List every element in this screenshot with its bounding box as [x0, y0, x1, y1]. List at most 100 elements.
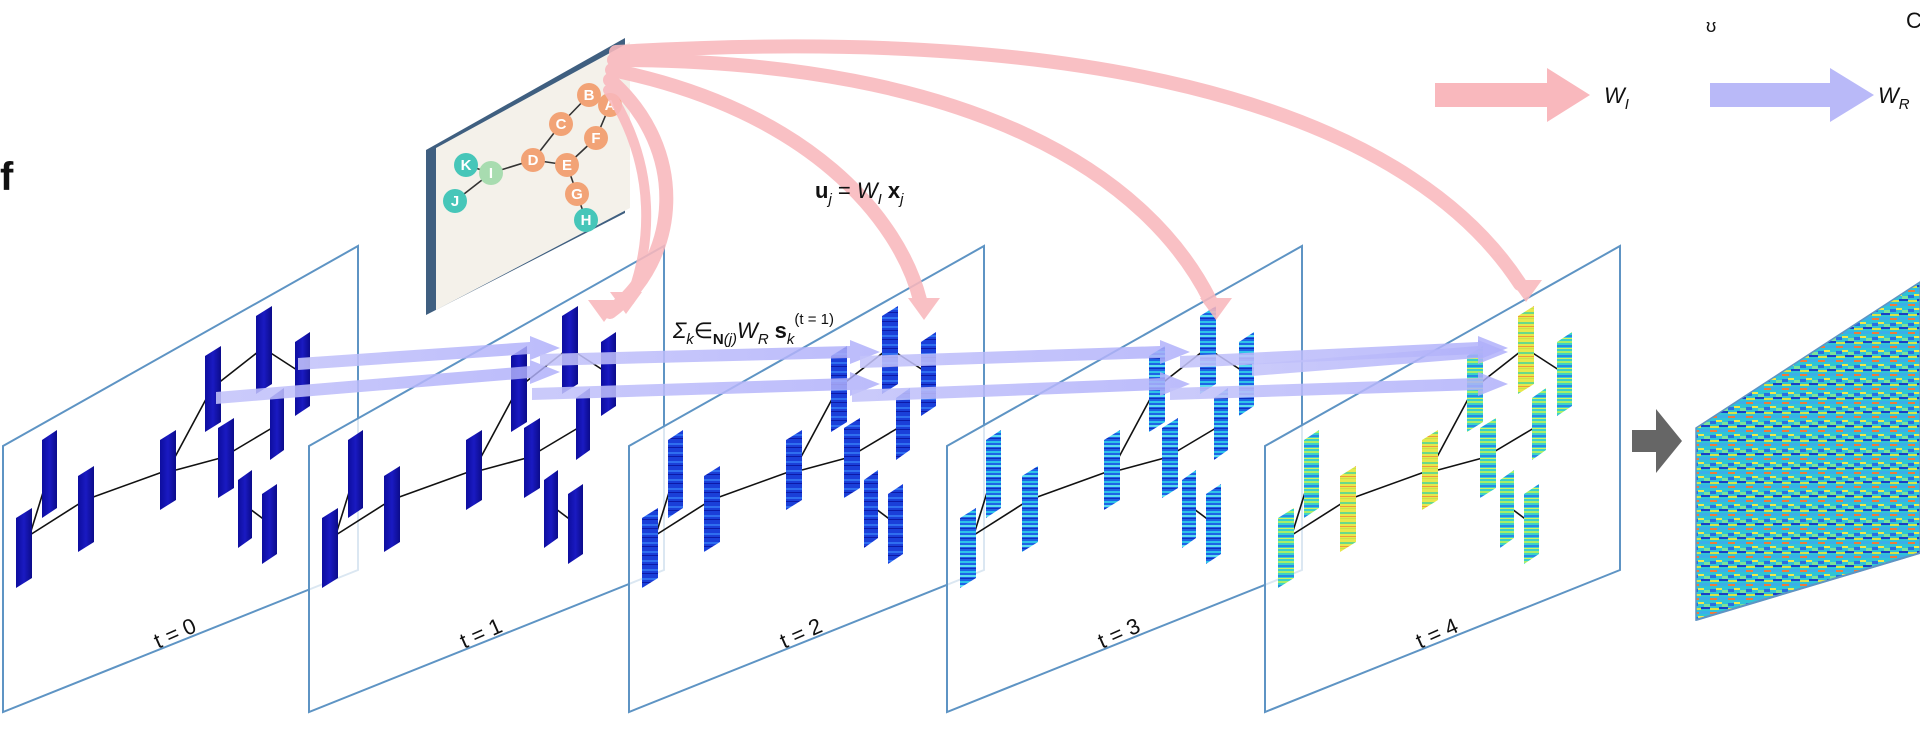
eq-nj: (j) — [724, 331, 737, 348]
panel-letter: f — [0, 155, 14, 199]
wi-arrowhead — [588, 300, 620, 322]
eq-sigma: Σ — [672, 318, 687, 343]
timestep-frame-4: t = 4 — [1264, 244, 1621, 714]
wi-arrow — [605, 63, 927, 307]
frame-edge — [84, 469, 169, 501]
input-arrows — [588, 39, 1542, 322]
feature-bar — [1206, 484, 1221, 564]
graph-node-label: I — [489, 165, 493, 182]
feature-bar — [1278, 508, 1294, 588]
eq-x: x — [888, 178, 901, 203]
wi-arrowhead — [908, 298, 940, 320]
feature-bar — [466, 430, 482, 510]
feature-bar — [295, 332, 310, 416]
feature-bar — [1200, 306, 1216, 394]
feature-bar — [896, 388, 910, 460]
graph-node-label: K — [461, 157, 472, 174]
frame-edge — [21, 499, 86, 541]
graph-node-label: D — [528, 152, 539, 169]
feature-bar — [544, 470, 558, 548]
wr-arrow — [298, 336, 560, 370]
feature-bar — [601, 332, 616, 416]
graph-node-label: C — [556, 116, 567, 133]
feature-bar — [1182, 470, 1196, 548]
graph-node-label: H — [581, 212, 592, 229]
wi-arrowhead — [610, 292, 642, 314]
eq-s-sup: (t = 1) — [794, 311, 834, 328]
feature-bar — [256, 306, 272, 394]
feature-bar — [882, 306, 898, 394]
timestep-frame-3: t = 3 — [946, 244, 1303, 714]
frame-edge — [710, 469, 795, 501]
wi-arrowhead — [1510, 280, 1542, 302]
wr-arrow — [1252, 340, 1508, 376]
feature-bar — [270, 388, 284, 460]
feature-bar — [1214, 388, 1228, 460]
feature-bar — [218, 418, 234, 498]
graph-nodes: ABC D E F GH I J K — [443, 83, 622, 232]
eq-s: s — [775, 318, 787, 343]
feature-bar — [1304, 430, 1319, 518]
feature-bar — [42, 430, 57, 518]
output-arrow — [1632, 409, 1682, 473]
eq-wr-sub: R — [758, 331, 769, 348]
wr-arrow — [532, 372, 880, 400]
wr-arrow — [216, 360, 560, 404]
wi-arrowhead — [1200, 298, 1232, 320]
graph-node-g: G — [565, 182, 589, 206]
legend: WI WR C ʊ — [1435, 8, 1920, 122]
feature-bar — [1480, 418, 1496, 498]
feature-bar — [568, 484, 583, 564]
feature-bar — [1022, 466, 1038, 552]
graph-node-label: E — [562, 157, 572, 174]
eq-u-sub: j — [826, 191, 832, 208]
graph-node-label: F — [591, 130, 600, 147]
feature-bar — [668, 430, 683, 518]
graph-node-b: B — [577, 83, 601, 107]
graph-node-label: A — [605, 97, 616, 114]
recurrent-arrows — [216, 336, 1508, 404]
timestep-label: t = 0 — [150, 613, 200, 653]
wr-arrow — [852, 372, 1190, 402]
eq-equals: = — [832, 178, 857, 203]
legend-wr-arrow — [1710, 68, 1874, 122]
feature-bar — [1557, 332, 1572, 416]
eq-s-sub: k — [787, 331, 796, 348]
legend-wr-label: WR — [1878, 83, 1910, 113]
wr-arrow — [1180, 336, 1508, 368]
feature-bar — [704, 466, 720, 552]
feature-bar — [844, 418, 860, 498]
feature-bar — [562, 306, 578, 394]
feature-bar — [160, 430, 176, 510]
eq-w: W — [857, 178, 880, 203]
feature-bar — [322, 508, 338, 588]
feature-bar — [888, 484, 903, 564]
legend-wi-arrow — [1435, 68, 1590, 122]
feature-bar — [16, 508, 32, 588]
wi-arrow — [607, 53, 1217, 307]
graph-node-e: E — [555, 153, 579, 177]
frame-edge — [647, 499, 712, 541]
feature-bar — [511, 346, 527, 432]
graph-node-label: G — [571, 186, 583, 203]
feature-bar — [1532, 388, 1546, 460]
feature-bar — [384, 466, 400, 552]
feature-bar — [205, 346, 221, 432]
graph-node-f: F — [584, 126, 608, 150]
graph-node-i: I — [479, 161, 503, 185]
frame-edge — [1028, 469, 1113, 501]
feature-bar — [1162, 418, 1178, 498]
feature-bar — [78, 466, 94, 552]
output-heatmap — [1695, 281, 1920, 622]
feature-bar — [1524, 484, 1539, 564]
feature-bar — [960, 508, 976, 588]
graph-node-c: C — [549, 112, 573, 136]
graph-node-label: J — [451, 193, 459, 210]
eq-u: u — [815, 178, 828, 203]
feature-bar — [262, 484, 277, 564]
feature-bar — [921, 332, 936, 416]
graph-node-j: J — [443, 189, 467, 213]
